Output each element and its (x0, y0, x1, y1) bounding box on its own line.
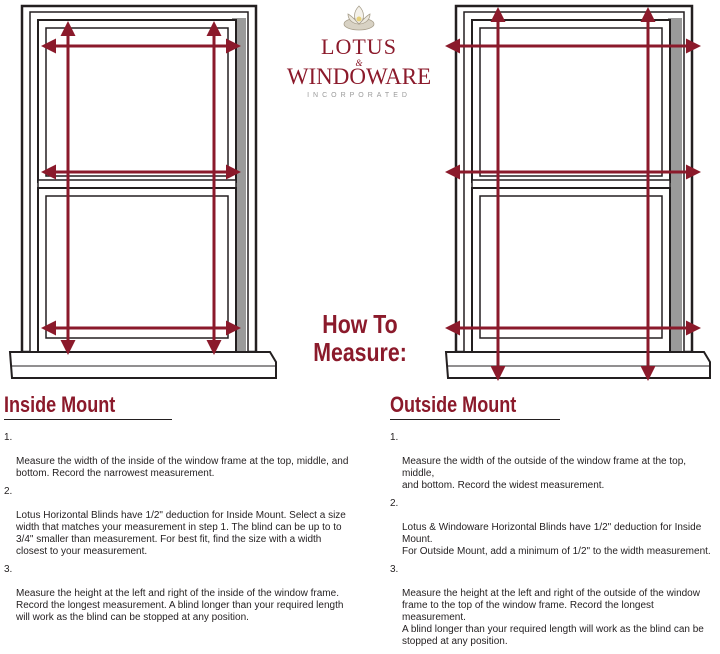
step-text: Lotus Horizontal Blinds have 1/2" deduct… (16, 510, 346, 557)
headline-line-1: How To (322, 309, 398, 339)
step-number: 3. (4, 564, 13, 575)
outside-mount-title: Outside Mount (390, 392, 517, 417)
inside-mount-steps: 1. Measure the width of the inside of th… (4, 432, 349, 630)
outside-mount-steps: 1. Measure the width of the outside of t… (390, 432, 718, 654)
inside-mount-window-diagram (8, 4, 277, 379)
step-text: Measure the width of the outside of the … (402, 456, 687, 491)
logo-text-ampersand: & (355, 58, 363, 68)
logo-text-lotus: LOTUS (321, 34, 397, 59)
company-logo: LOTUS & WINDOWARE INCORPORATED (284, 0, 434, 110)
headline: How To Measure: (309, 310, 411, 366)
step-number: 1. (4, 432, 13, 443)
step-number: 3. (390, 564, 399, 575)
outside-mount-window-diagram (444, 4, 711, 381)
inside-mount-divider (4, 419, 172, 420)
step-text: Measure the height at the left and right… (402, 588, 704, 647)
logo-text-incorporated: INCORPORATED (307, 92, 411, 99)
inside-mount-title: Inside Mount (4, 392, 116, 417)
outside-step-1: 1. Measure the width of the outside of t… (390, 432, 718, 492)
lotus-flower-icon (343, 5, 375, 31)
inside-step-3: 3. Measure the height at the left and ri… (4, 564, 349, 624)
inside-step-1: 1. Measure the width of the inside of th… (4, 432, 349, 480)
step-text: Lotus & Windoware Horizontal Blinds have… (402, 522, 711, 557)
step-number: 2. (390, 498, 399, 509)
step-number: 1. (390, 432, 399, 443)
step-text: Measure the width of the inside of the w… (16, 456, 349, 479)
headline-line-2: Measure: (313, 337, 407, 367)
step-number: 2. (4, 486, 13, 497)
outside-mount-divider (390, 419, 560, 420)
outside-step-3: 3. Measure the height at the left and ri… (390, 564, 718, 648)
outside-step-2: 2. Lotus & Windoware Horizontal Blinds h… (390, 498, 718, 558)
step-text: Measure the height at the left and right… (16, 588, 344, 623)
logo-text-windoware: WINDOWARE (286, 64, 432, 89)
inside-step-2: 2. Lotus Horizontal Blinds have 1/2" ded… (4, 486, 349, 558)
